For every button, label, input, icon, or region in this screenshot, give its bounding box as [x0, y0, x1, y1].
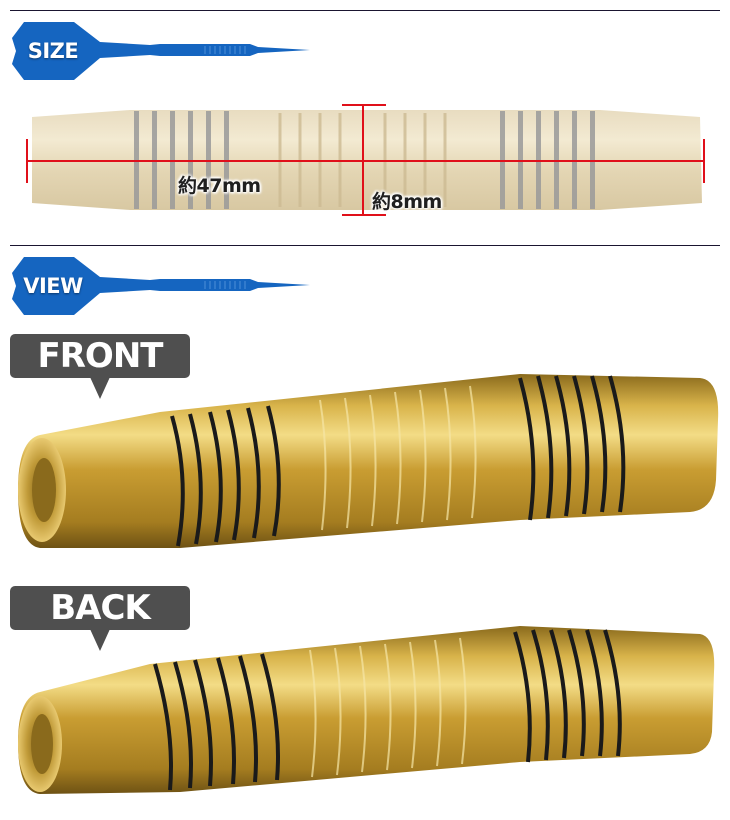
- size-header: SIZE: [10, 20, 310, 82]
- front-view-image: [0, 360, 730, 560]
- dart-barrel-size-image: [26, 104, 705, 216]
- dart-icon: [12, 22, 310, 80]
- back-label: BACK: [10, 586, 190, 630]
- view-header-label: VIEW: [23, 274, 83, 298]
- back-label-bubble: BACK: [10, 586, 190, 651]
- dart-barrel-front-photo: [18, 374, 719, 548]
- length-measurement: 約47mm: [178, 175, 261, 197]
- back-view-image: [0, 612, 730, 812]
- size-diagram: 約47mm 約8mm: [0, 95, 730, 225]
- divider-top: [10, 10, 720, 11]
- bubble-pointer: [90, 629, 110, 651]
- divider-middle: [10, 245, 720, 246]
- diameter-measurement: 約8mm: [372, 191, 442, 213]
- front-label-bubble: FRONT: [10, 334, 190, 399]
- front-label: FRONT: [10, 334, 190, 378]
- bubble-pointer: [90, 377, 110, 399]
- size-header-label: SIZE: [27, 39, 79, 63]
- view-header: VIEW: [10, 255, 310, 317]
- dart-icon: [12, 257, 310, 315]
- dart-barrel-back-photo: [18, 626, 715, 794]
